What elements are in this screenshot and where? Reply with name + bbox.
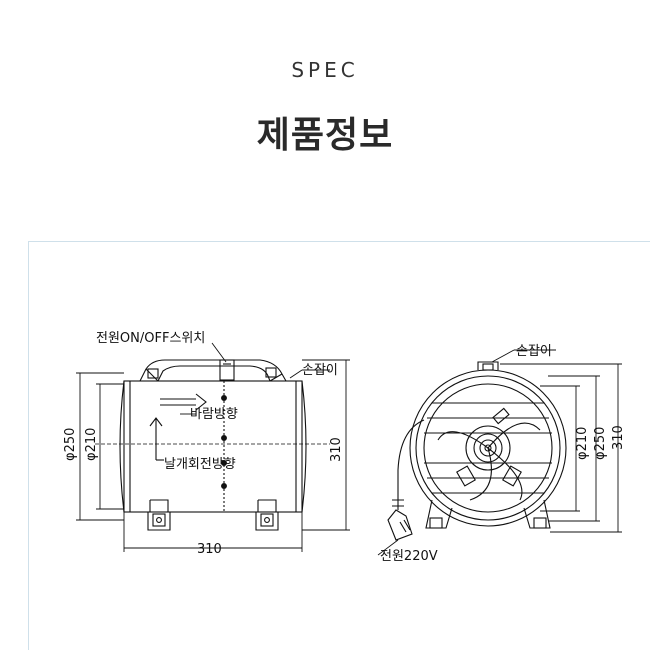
power-label: 전원220V — [380, 549, 438, 564]
power-cord — [387, 419, 425, 541]
front-dim-height: 310 — [611, 425, 626, 450]
spec-panel — [28, 241, 650, 650]
front-view-fan — [409, 361, 567, 529]
page-title: 제품정보 — [256, 115, 394, 156]
front-dim-outer: φ250 — [593, 427, 608, 460]
side-handle-label: 손잡이 — [302, 363, 338, 378]
front-dimensions — [377, 349, 622, 556]
switch-label: 전원ON/OFF스위치 — [96, 331, 205, 346]
airflow-label: 바람방향 — [190, 407, 238, 422]
side-dim-outer: φ250 — [63, 428, 78, 461]
side-dim-inner: φ210 — [84, 428, 99, 461]
side-dimensions — [76, 342, 350, 552]
side-dim-width: 310 — [197, 542, 222, 557]
rotation-label: 날개회전방향 — [164, 457, 236, 472]
front-dim-inner: φ210 — [575, 427, 590, 460]
spec-eyebrow: SPEC — [291, 58, 359, 82]
front-handle-label: 손잡이 — [516, 344, 552, 359]
side-view-fan — [95, 359, 330, 531]
side-dim-height: 310 — [329, 437, 344, 462]
